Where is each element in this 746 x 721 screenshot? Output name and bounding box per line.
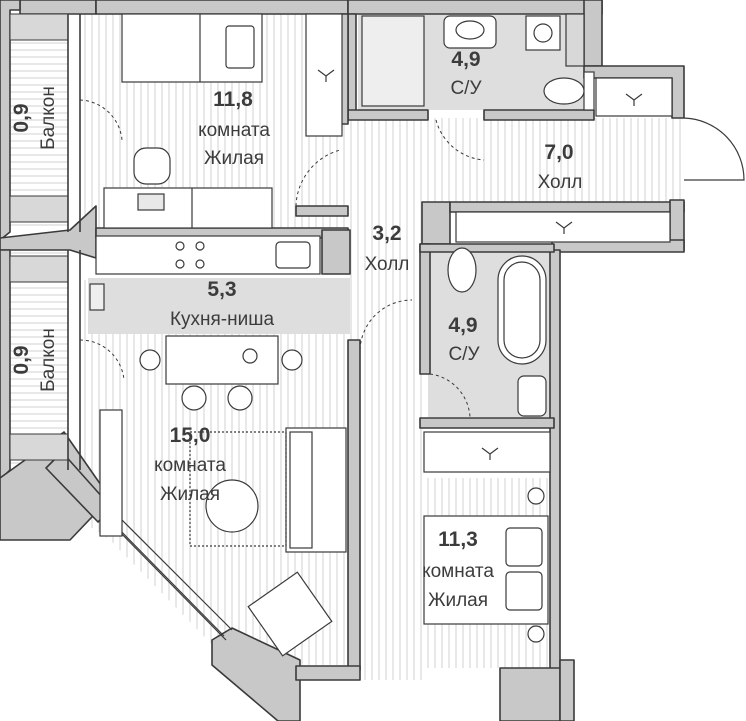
wall-bath-top-bottom2 [483, 109, 595, 121]
hall-right-area: 7,0 [544, 141, 573, 164]
wall-balcony-bottom-frame [0, 249, 11, 481]
bedroom-top-area: 11,8 [213, 88, 253, 111]
bath-top-area: 4,9 [451, 48, 480, 71]
radiator [89, 283, 105, 311]
shower-top [361, 15, 425, 107]
floor-kitchen-niche [88, 278, 350, 334]
wall-hall-stub [295, 205, 349, 217]
wall-hall-left-b [347, 339, 361, 671]
balcony-window-2 [9, 195, 69, 223]
wall-bath-mid-top [419, 243, 555, 253]
wall-top-right [583, 0, 603, 67]
sofa-living [285, 427, 347, 553]
wardrobe-hall-right [595, 77, 673, 117]
wall-top [95, 0, 349, 15]
chair-top [133, 147, 171, 185]
wall-bottom-center [295, 665, 361, 681]
armchair-living [247, 571, 333, 657]
kitchen-area: 5,3 [207, 278, 236, 301]
room-labels: 0,9 Балкон 11,8 комната Жилая 4,9 С/У 7,… [10, 48, 582, 611]
coffee-table [205, 479, 259, 533]
wall-bath-mid-left [419, 243, 431, 375]
door-bath-top [435, 119, 485, 161]
toilet-mid [447, 247, 477, 293]
balcony-top-name: Балкон [38, 86, 59, 150]
balcony-bottom-name: Балкон [38, 328, 59, 392]
door-entrance [683, 117, 745, 181]
wall-bottom-right-edge [559, 659, 575, 721]
pillow-top [225, 25, 255, 69]
wall-window-sill-left [45, 451, 113, 523]
door-balcony-bottom [79, 339, 125, 381]
sink-mid [517, 375, 547, 417]
wall-bath-top-left [347, 13, 357, 113]
floor-balcony-top [10, 14, 68, 229]
balcony-windows [9, 13, 81, 470]
wall-right-vert [549, 249, 561, 671]
wall-hall-bottom [449, 201, 685, 213]
rug-living [189, 431, 287, 547]
door-bedroom-top [295, 149, 341, 207]
wall-balcony-top-frame [0, 0, 21, 241]
hall-center-area: 3,2 [372, 222, 401, 245]
floor-hall-right [422, 118, 684, 204]
bath-mid-area: 4,9 [448, 314, 477, 337]
bath-top-name: С/У [450, 78, 482, 99]
dining-table [165, 335, 279, 385]
balcony-window-3 [9, 255, 69, 283]
balcony-bottom-area: 0,9 [10, 345, 33, 374]
bedroom-top-type: комната [198, 120, 270, 141]
doors [79, 99, 745, 419]
hall-center-name: Холл [365, 254, 410, 275]
wall-top-left [19, 0, 97, 15]
wall-bath-top-bottom [347, 109, 429, 121]
living-area: 15,0 [170, 424, 211, 447]
hall-right-name: Холл [538, 172, 583, 193]
kitchen-sink [275, 241, 311, 269]
toilet-top-tank [583, 71, 595, 111]
door-balcony-top [79, 99, 123, 141]
floor-living [80, 280, 348, 665]
cabinet-living [99, 409, 123, 537]
wall-top-bath [347, 0, 603, 15]
wall-closet-right [421, 201, 451, 245]
door-bath-mid [429, 373, 471, 419]
wall-bottom-right [499, 667, 561, 721]
living-name: Жилая [160, 484, 220, 505]
bedroom-top-name: Жилая [204, 148, 264, 169]
bedroom-bottom-area: 11,3 [438, 528, 478, 551]
wall-bay-bottom [211, 627, 301, 721]
furniture [89, 13, 673, 657]
toilet-top [543, 77, 585, 105]
laptop-icon [137, 193, 165, 211]
kitchen-name: Кухня-ниша [170, 309, 275, 330]
living-type: комната [154, 455, 226, 476]
living-window [109, 515, 233, 641]
wall-bath-mid-bottom [419, 417, 555, 429]
balcony-top-area: 0,9 [10, 103, 33, 132]
balcony-window-4 [9, 433, 69, 461]
wall-hall-left-a [321, 229, 351, 275]
bath-mid-name: С/У [448, 344, 480, 365]
balcony-window-1 [9, 13, 69, 41]
bedroom-bottom-type: комната [422, 561, 494, 582]
desk-top [103, 187, 273, 229]
bedroom-bottom-name: Жилая [428, 590, 488, 611]
floor-balcony-bottom [10, 248, 68, 470]
